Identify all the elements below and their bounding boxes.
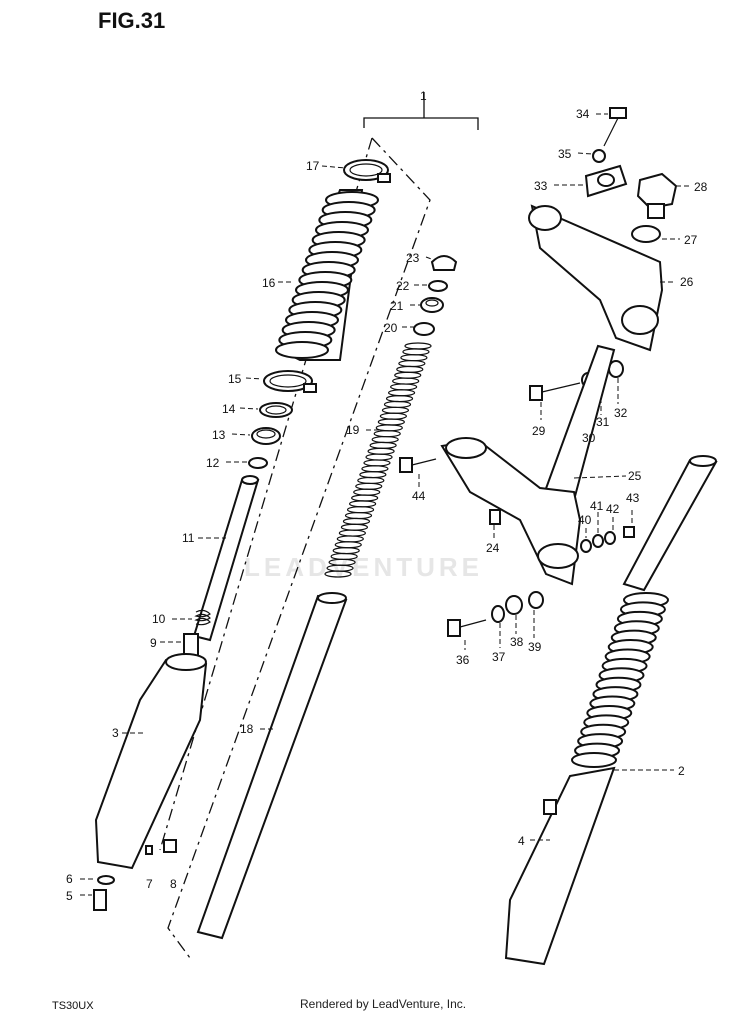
callout-37: 37 <box>492 650 506 664</box>
part-27-washer <box>631 225 680 243</box>
callout-2: 2 <box>678 764 685 778</box>
callout-4: 4 <box>518 834 525 848</box>
callout-40: 40 <box>578 513 592 527</box>
part-28-steering-stem-nut <box>636 172 690 219</box>
part-39-nut <box>528 591 544 638</box>
callout-32: 32 <box>614 406 628 420</box>
callout-43: 43 <box>626 491 640 505</box>
callout-34: 34 <box>576 107 590 121</box>
callout-12: 12 <box>206 456 220 470</box>
part-2-right-fork-assembly <box>504 455 718 966</box>
callout-18: 18 <box>240 722 254 736</box>
part-41-washer <box>592 512 604 548</box>
callout-35: 35 <box>558 147 572 161</box>
callout-20: 20 <box>384 321 398 335</box>
part-6-washer <box>80 875 115 885</box>
callout-23: 23 <box>406 251 420 265</box>
callout-14: 14 <box>222 402 236 416</box>
part-29-bolt <box>529 382 581 420</box>
callout-41: 41 <box>590 499 604 513</box>
part-34-bolt <box>596 107 627 147</box>
callout-10: 10 <box>152 612 166 626</box>
part-13-oil-seal <box>231 427 281 445</box>
callout-29: 29 <box>532 424 546 438</box>
callout-38: 38 <box>510 635 524 649</box>
model-code: TS30UX <box>52 1000 94 1012</box>
part-11-inner-tube <box>192 475 260 642</box>
part-19-fork-spring <box>324 342 432 578</box>
callout-7: 7 <box>146 877 153 891</box>
figure-title: FIG.31 <box>98 8 166 33</box>
part-15-clamp <box>245 370 317 393</box>
callout-11: 11 <box>182 531 195 545</box>
callout-8: 8 <box>170 877 177 891</box>
callout-21: 21 <box>390 299 404 313</box>
callout-3: 3 <box>112 726 119 740</box>
part-7-bleed-screw <box>145 845 153 855</box>
part-23-cap <box>425 255 458 271</box>
part-4-outer-tube-right <box>530 799 557 841</box>
part-35-washer <box>577 149 606 163</box>
callout-44: 44 <box>412 489 426 503</box>
callout-9: 9 <box>150 636 157 650</box>
part-44-bolt <box>399 457 437 488</box>
part-37-washer <box>491 605 505 648</box>
callout-36: 36 <box>456 653 470 667</box>
callout-26: 26 <box>680 275 694 289</box>
part-25-steering-stem <box>440 344 627 586</box>
part-43-screw <box>623 510 635 538</box>
part-10-rebound-spring <box>172 609 211 626</box>
callout-24: 24 <box>486 541 500 555</box>
part-5-bolt <box>80 889 107 911</box>
part-40-washer <box>580 528 592 553</box>
part-24-stopper <box>489 509 501 540</box>
part-33-handlebar-holder <box>554 164 628 198</box>
part-12-ring <box>226 457 268 469</box>
callout-15: 15 <box>228 372 242 386</box>
callout-30: 30 <box>582 431 596 445</box>
part-16-fork-boot <box>275 189 379 361</box>
callout-17: 17 <box>306 159 320 173</box>
part-18-outer-tube-long <box>196 592 348 940</box>
watermark: LEADVENTURE <box>244 552 484 582</box>
part-22-o-ring <box>414 280 448 292</box>
callout-42: 42 <box>606 502 620 516</box>
callout-6: 6 <box>66 872 73 886</box>
callout-25: 25 <box>628 469 642 483</box>
part-20-o-ring <box>402 322 435 336</box>
callout-28: 28 <box>694 180 708 194</box>
callout-13: 13 <box>212 428 226 442</box>
part-8-drain-bolt <box>163 839 177 853</box>
part-32-nut <box>608 360 624 404</box>
callout-5: 5 <box>66 889 73 903</box>
part-26-upper-bracket <box>528 204 676 352</box>
part-21-cap-bolt <box>410 297 444 313</box>
callout-16: 16 <box>262 276 276 290</box>
part-17-clamp <box>321 159 391 183</box>
callout-19: 19 <box>346 423 360 437</box>
part-14-seal <box>239 402 293 418</box>
callout-27: 27 <box>684 233 698 247</box>
part-3-outer-tube-left <box>94 653 208 870</box>
callout-31: 31 <box>596 415 610 429</box>
part-36-bolt <box>447 619 487 650</box>
callout-39: 39 <box>528 640 542 654</box>
callout-22: 22 <box>396 279 410 293</box>
callout-33: 33 <box>534 179 548 193</box>
callout-1: 1 <box>420 89 427 103</box>
part-38-washer <box>505 595 523 634</box>
credit-line: Rendered by LeadVenture, Inc. <box>300 997 467 1011</box>
part-42-washer <box>604 517 616 545</box>
